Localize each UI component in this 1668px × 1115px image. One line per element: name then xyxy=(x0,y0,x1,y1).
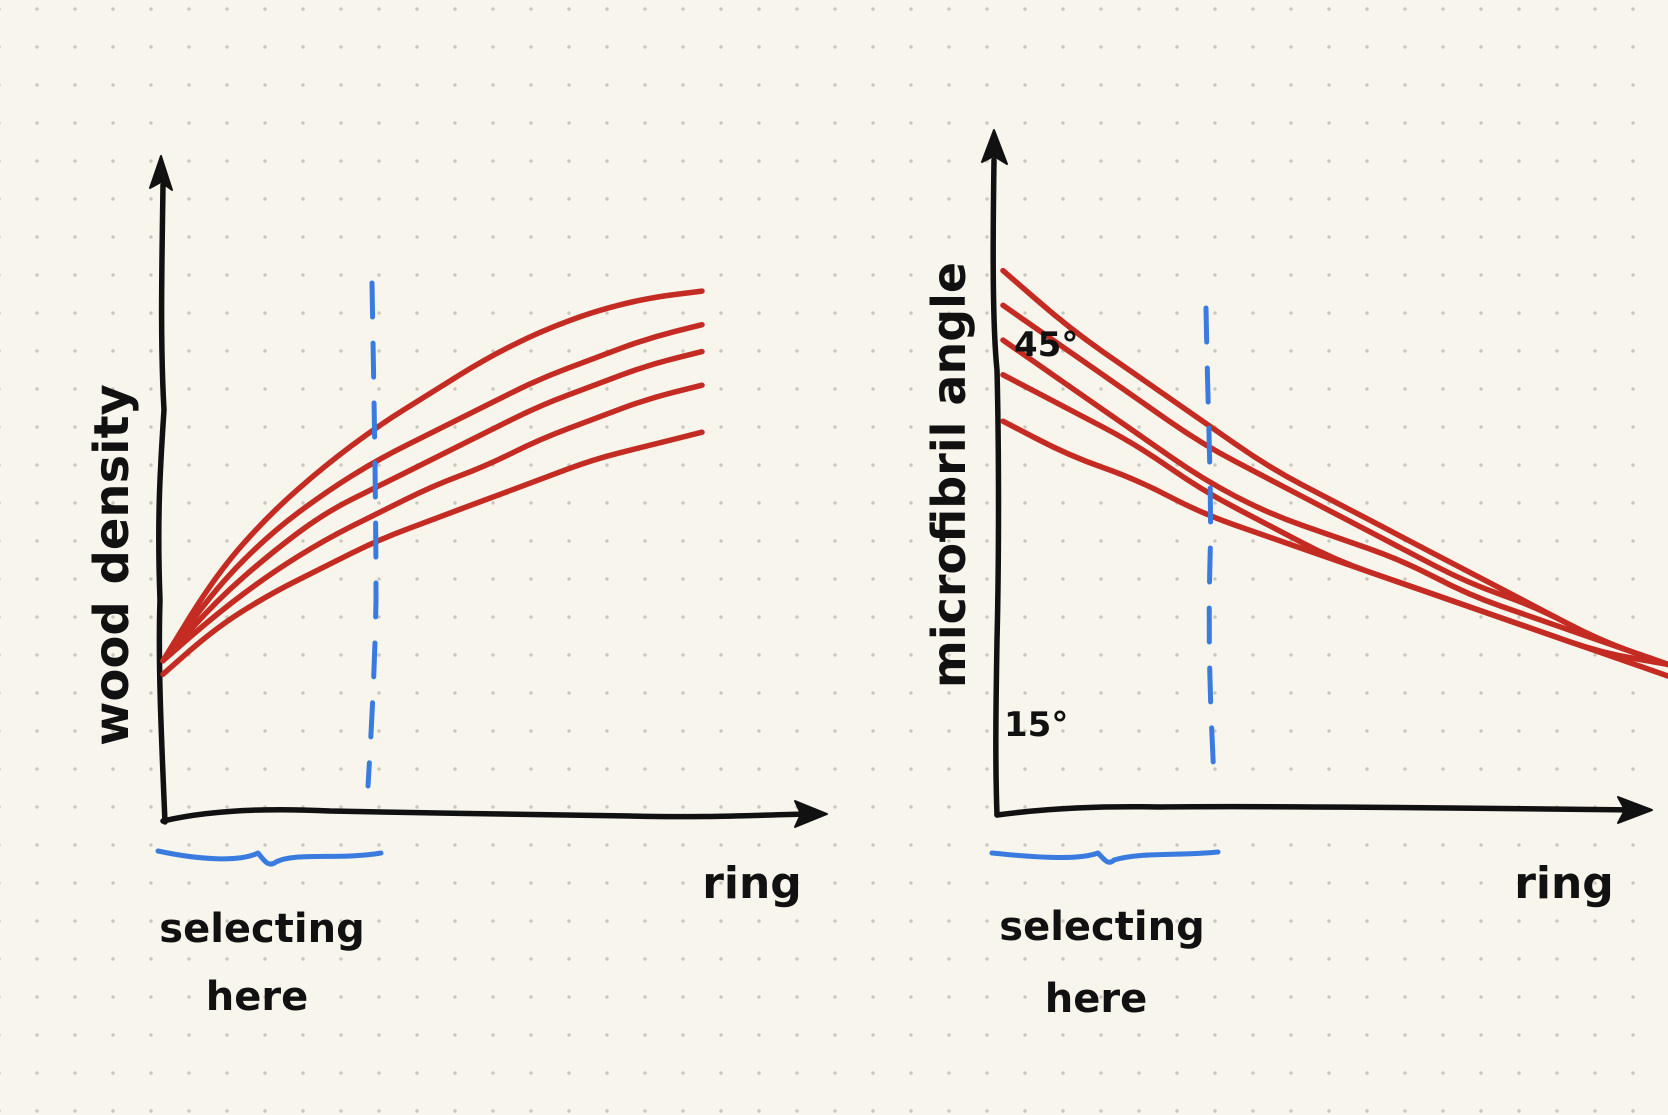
series-group xyxy=(1000,267,1668,679)
y-axis-label: microfibril angle xyxy=(922,262,976,688)
y-tick-label-45: 45° xyxy=(1014,325,1078,365)
selection-brace xyxy=(989,849,1221,865)
selection-label-line-2: here xyxy=(1045,976,1147,1022)
selection-cutoff-line xyxy=(1203,305,1217,781)
series-line-4 xyxy=(160,382,705,664)
x-axis-line xyxy=(994,803,1641,818)
x-axis-arrow-icon xyxy=(1617,796,1653,824)
selection-label-line-1: selecting xyxy=(159,906,364,952)
y-axis-arrow-icon xyxy=(149,155,173,191)
x-axis-label: ring xyxy=(1514,858,1614,909)
x-axis-label: ring xyxy=(702,858,802,909)
y-axis-line xyxy=(156,182,168,825)
y-axis-arrow-icon xyxy=(981,129,1008,165)
y-axis-label: wood density xyxy=(84,384,140,746)
series-line-2 xyxy=(1000,302,1668,668)
series-group xyxy=(160,288,705,677)
selection-label-line-1: selecting xyxy=(999,904,1204,950)
x-axis-line xyxy=(160,807,811,824)
selection-label-line-2: here xyxy=(206,974,308,1020)
series-line-3 xyxy=(160,348,705,664)
y-axis-line xyxy=(990,157,1002,818)
selection-brace xyxy=(155,848,384,867)
selection-cutoff-line xyxy=(365,280,379,789)
series-line-5 xyxy=(160,429,705,677)
chart-microfibril-angle: microfibril angle 45° 15° ring selecting… xyxy=(922,129,1668,1022)
y-tick-label-15: 15° xyxy=(1004,705,1068,745)
chart-wood-density: wood density ring selecting here xyxy=(84,155,828,1020)
series-line-1 xyxy=(160,288,705,664)
x-axis-arrow-icon xyxy=(794,800,828,828)
series-line-3 xyxy=(1000,337,1668,668)
series-line-2 xyxy=(160,321,705,664)
series-line-5 xyxy=(1000,418,1668,668)
